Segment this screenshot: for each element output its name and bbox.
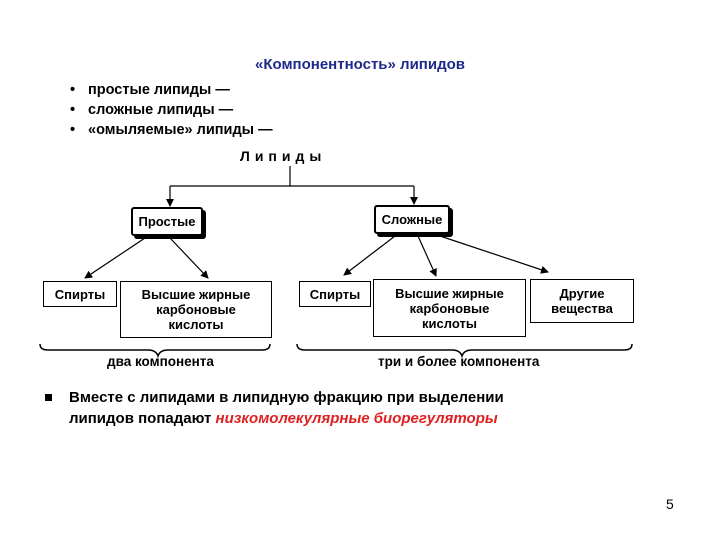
node-label: Спирты <box>309 286 361 302</box>
node-complex-alcohols: Спирты <box>299 281 371 307</box>
note-line-2-text: липидов попадают <box>69 410 216 427</box>
bullet-text: сложные липиды — <box>88 102 234 118</box>
square-bullet-icon <box>45 394 52 401</box>
bullet-list: • простые липиды — • сложные липиды — • «ом… <box>70 80 273 140</box>
node-label: Спирты <box>54 286 106 302</box>
note-line-2: липидов попадают низкомолекулярные биоре… <box>69 408 498 429</box>
connector-arrow <box>169 237 209 279</box>
note-line-1: Вместе с липидами в липидную фракцию при… <box>69 389 504 406</box>
node-simple-alcohols: Спирты <box>43 281 117 307</box>
node-simple: Простые <box>131 207 203 236</box>
connector-arrow <box>84 237 146 279</box>
bullet-icon: • <box>70 102 76 118</box>
bullet-item: • простые липиды — <box>70 80 273 100</box>
bullet-item: • «омыляемые» липиды — <box>70 120 273 140</box>
node-simple-fatty-acids: Высшие жирные карбоновые кислоты <box>120 281 272 338</box>
root-node-lipids: Липиды <box>240 148 327 164</box>
bullet-icon: • <box>70 122 76 138</box>
brace-label-three: три и более компонента <box>378 354 540 369</box>
brace-label-two: два компонента <box>107 354 214 369</box>
node-complex-label: Сложные <box>381 212 443 227</box>
page-number: 5 <box>666 496 674 512</box>
node-complex: Сложные <box>374 205 450 234</box>
bullet-icon: • <box>70 82 76 98</box>
brace-complex <box>296 343 633 359</box>
bullet-text: простые липиды — <box>88 82 230 98</box>
node-complex-fatty-acids: Высшие жирные карбоновые кислоты <box>373 279 526 337</box>
bullet-text: «омыляемые» липиды — <box>88 122 273 138</box>
node-complex-other: Другие вещества <box>530 279 634 323</box>
connector-arrow <box>417 235 437 277</box>
connector-arrow <box>343 235 396 276</box>
note-highlight: низкомолекулярные биорегуляторы <box>215 410 498 427</box>
node-label: Другие вещества <box>551 286 613 316</box>
slide-title: «Компонентность» липидов <box>255 56 465 73</box>
connector-arrow <box>439 235 549 274</box>
node-label: Высшие жирные карбоновые кислоты <box>395 285 504 331</box>
node-simple-label: Простые <box>138 214 196 229</box>
bullet-item: • сложные липиды — <box>70 100 273 120</box>
brace-simple <box>39 343 271 359</box>
node-label: Высшие жирные карбоновые кислоты <box>141 287 251 332</box>
